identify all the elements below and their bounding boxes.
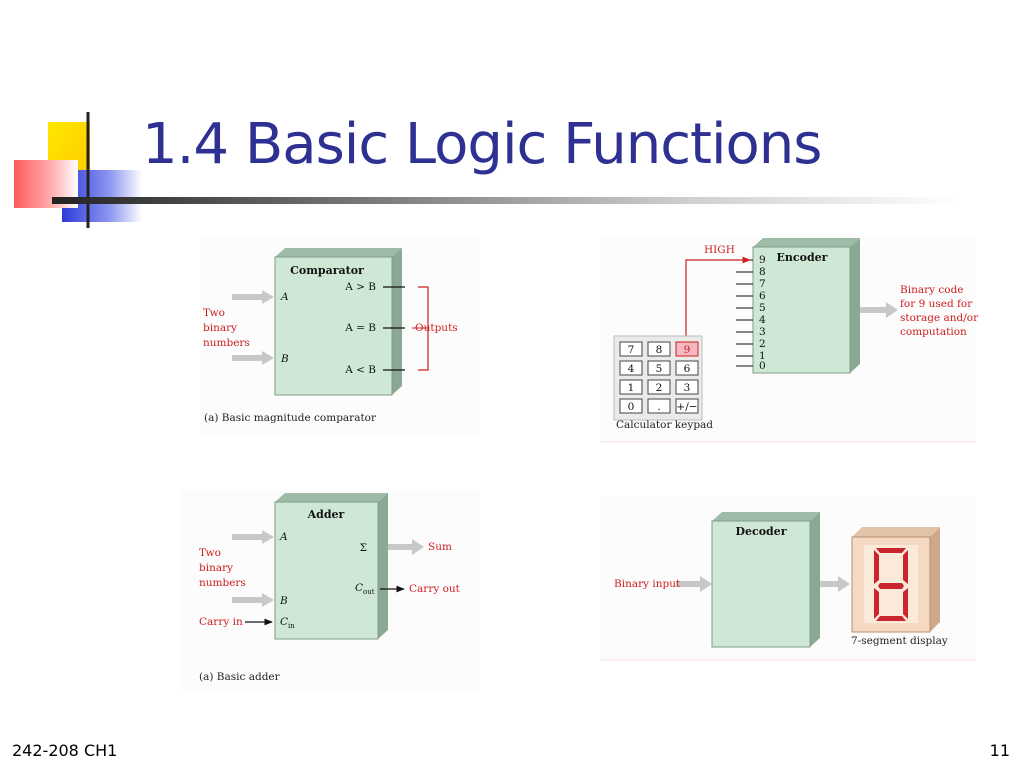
decoder-side-face xyxy=(810,512,820,647)
adder-sum-label: Sum xyxy=(428,541,452,553)
page-number: 11 xyxy=(989,741,1010,760)
encoder-pin-label: 2 xyxy=(759,338,766,350)
comparator-top-face xyxy=(275,248,402,257)
comparator-caption: (a) Basic magnitude comparator xyxy=(204,412,377,424)
adder-input-label-3: numbers xyxy=(199,577,246,589)
encoder-block xyxy=(752,246,851,374)
adder-block xyxy=(274,501,379,640)
encoder-pin-label: 8 xyxy=(759,266,766,278)
comparator-output-lt: A < B xyxy=(344,364,376,376)
keypad-key: 4 xyxy=(628,363,635,375)
decoder-title: Decoder xyxy=(735,525,786,538)
decoder-input-label: Binary input xyxy=(614,578,681,590)
comparator-arrow-b xyxy=(232,351,274,365)
comparator-output-eq: A = B xyxy=(344,322,376,334)
high-signal-wire xyxy=(685,256,751,343)
encoder-pin-label: 1 xyxy=(759,350,766,362)
comparator-title: Comparator xyxy=(290,264,364,277)
display-top-face xyxy=(852,527,940,537)
comparator-output-gt: A > B xyxy=(344,281,376,293)
keypad-key: . xyxy=(657,401,660,413)
comparator-input-label-3: numbers xyxy=(203,337,250,349)
adder-input-a: A xyxy=(279,531,288,543)
keypad-caption: Calculator keypad xyxy=(616,419,713,431)
adder-top-face xyxy=(275,493,388,502)
decoder-top-face xyxy=(712,512,820,521)
adder-input-label-1: Two xyxy=(199,547,221,559)
keypad-key: +/− xyxy=(676,401,697,413)
keypad-key: 7 xyxy=(628,344,635,356)
keypad-key: 2 xyxy=(656,382,663,394)
encoder-diagram: Encoder 9 8 7 6 5 4 3 2 1 0 HIGH Binary … xyxy=(613,238,979,431)
encoder-output-arrow xyxy=(860,302,898,318)
comparator-input-label-2: binary xyxy=(203,322,237,334)
decoder-diagram: Decoder Binary input 7-segment display xyxy=(614,512,948,648)
adder-title: Adder xyxy=(307,508,345,521)
comparator-block xyxy=(274,256,393,396)
encoder-output-line-4: computation xyxy=(900,326,967,338)
adder-carry-in-label: Carry in xyxy=(199,616,243,628)
adder-diagram: Adder A B Σ Cout Cin Two binary numbers … xyxy=(199,493,461,683)
title-underline xyxy=(52,197,962,204)
encoder-pin-label: 5 xyxy=(759,302,766,314)
decoder-output-arrow xyxy=(820,576,850,592)
adder-cin: Cin xyxy=(280,616,295,630)
encoder-pin-label: 7 xyxy=(759,278,766,290)
adder-input-b: B xyxy=(279,595,288,607)
adder-cout: Cout xyxy=(355,582,375,596)
course-code: 242-208 CH1 xyxy=(12,741,118,760)
decoder-input-arrow xyxy=(676,576,712,592)
adder-arrow-b xyxy=(232,593,274,607)
encoder-pins: 9 8 7 6 5 4 3 2 1 0 xyxy=(736,254,766,372)
keypad-key: 8 xyxy=(656,344,663,356)
keypad-keys: 7 8 9 4 5 6 1 2 3 0 . +/− xyxy=(619,341,699,414)
encoder-pin-label: 3 xyxy=(759,326,766,338)
comparator-outputs-label: Outputs xyxy=(415,322,458,334)
adder-arrow-a xyxy=(232,530,274,544)
encoder-pin-label: 9 xyxy=(759,254,766,266)
adder-input-label-2: binary xyxy=(199,562,233,574)
encoder-output-line-3: storage and/or xyxy=(900,312,979,324)
keypad-key: 3 xyxy=(684,382,691,394)
encoder-high-label: HIGH xyxy=(704,244,735,256)
decoder-block xyxy=(711,520,811,648)
eight-digit-icon xyxy=(874,548,908,621)
keypad-key: 6 xyxy=(684,363,691,375)
display-side-face xyxy=(930,527,940,632)
slide-title: 1.4 Basic Logic Functions xyxy=(142,112,822,177)
adder-caption: (a) Basic adder xyxy=(199,671,281,683)
adder-side-face xyxy=(378,493,388,639)
comparator-input-label-1: Two xyxy=(203,307,225,319)
display-caption: 7-segment display xyxy=(851,635,948,647)
encoder-top-face xyxy=(753,238,860,247)
comparator-side-face xyxy=(392,248,402,395)
comparator-input-b: B xyxy=(280,353,289,365)
adder-carry-out-label: Carry out xyxy=(409,583,461,595)
comparator-input-a: A xyxy=(280,291,289,303)
encoder-pin-label: 4 xyxy=(759,314,766,326)
encoder-output-line-1: Binary code xyxy=(900,284,964,296)
encoder-pin-label: 6 xyxy=(759,290,766,302)
sum-arrow xyxy=(388,539,424,555)
encoder-pin-label: 0 xyxy=(759,360,766,372)
keypad-key-pressed: 9 xyxy=(684,344,691,356)
encoder-title: Encoder xyxy=(777,251,828,264)
keypad-key: 5 xyxy=(656,363,663,375)
encoder-output-line-2: for 9 used for xyxy=(900,298,973,310)
adder-sigma: Σ xyxy=(360,542,367,554)
keypad-key: 1 xyxy=(628,382,635,394)
keypad-key: 0 xyxy=(628,401,635,413)
comparator-arrow-a xyxy=(232,290,274,304)
comparator-diagram: Comparator A B A > B A = B A < B Two bin… xyxy=(203,248,458,424)
encoder-side-face xyxy=(850,238,860,373)
